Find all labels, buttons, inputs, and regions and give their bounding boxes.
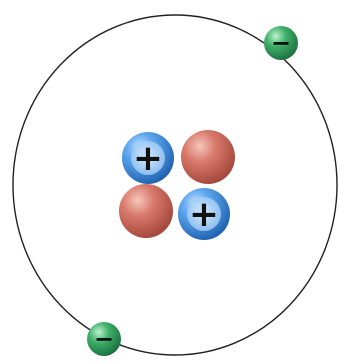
proton-charge-label: + <box>189 194 219 235</box>
proton-charge-label: + <box>133 138 163 179</box>
electron: − <box>264 26 298 60</box>
electron-charge-label: − <box>94 325 114 353</box>
nucleus: + + <box>119 130 235 240</box>
electron-orbit <box>13 15 337 355</box>
electron-charge-label: − <box>271 29 291 57</box>
proton: + <box>122 132 174 184</box>
electron: − <box>87 322 121 356</box>
neutron <box>181 130 235 184</box>
proton: + <box>178 188 230 240</box>
neutron <box>119 184 173 238</box>
